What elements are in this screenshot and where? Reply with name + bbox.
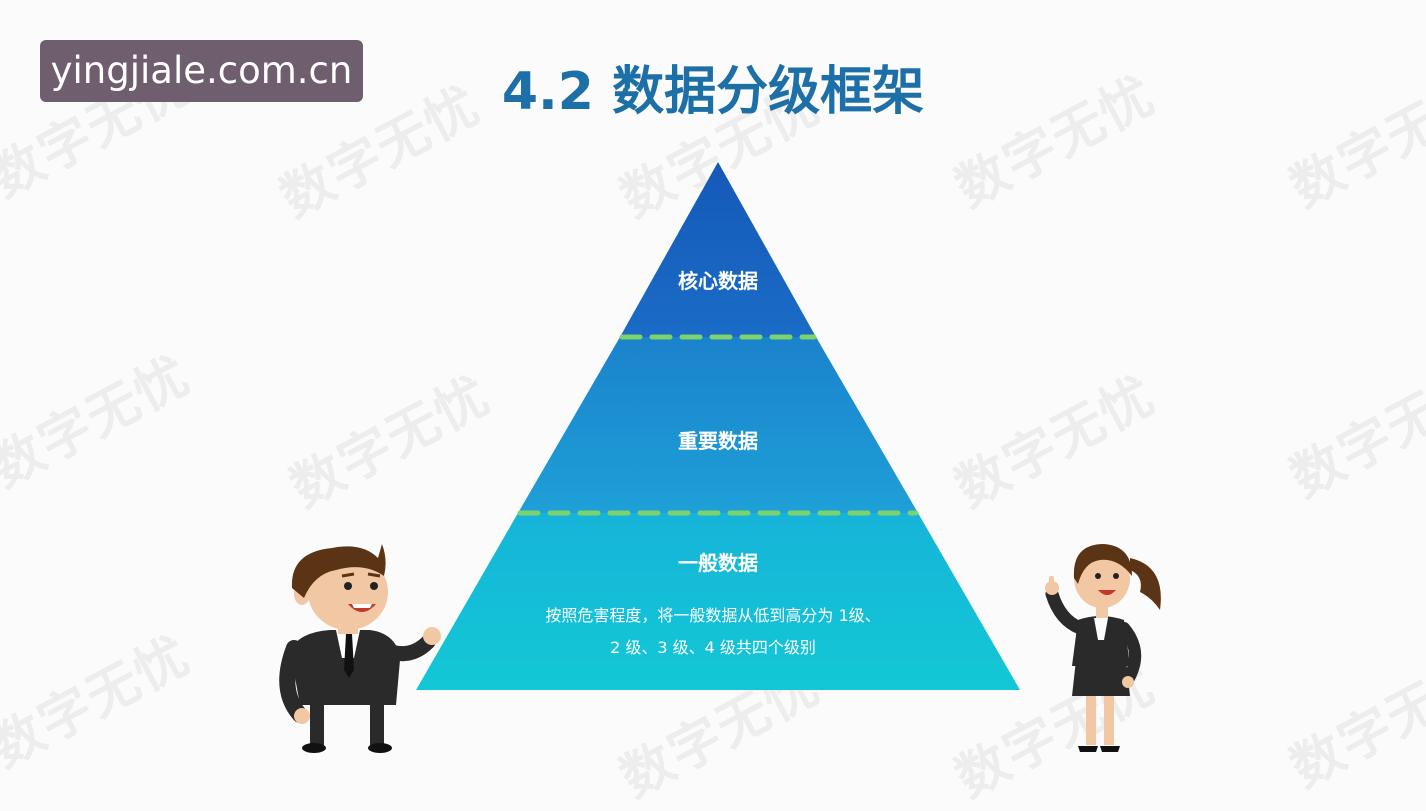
pyramid-tier-important [518,337,918,513]
pyramid-tier-core [620,162,816,337]
tier-label-core: 核心数据 [678,269,758,293]
tier-description: 按照危害程度，将一般数据从低到高分为 1级、 2 级、3 级、4 级共四个级别 [478,600,948,664]
businesswoman-illustration [1045,544,1161,752]
tier-description-line: 按照危害程度，将一般数据从低到高分为 1级、 [545,606,881,625]
pyramid-tier-general [416,513,1020,690]
site-badge: yingjiale.com.cn [40,40,363,102]
tier-label-important: 重要数据 [678,429,758,453]
page-title: 4.2 数据分级框架 [501,62,925,122]
tier-label-general: 一般数据 [678,551,758,575]
businessman-illustration [279,544,441,753]
tier-description-line: 2 级、3 级、4 级共四个级别 [610,638,816,657]
